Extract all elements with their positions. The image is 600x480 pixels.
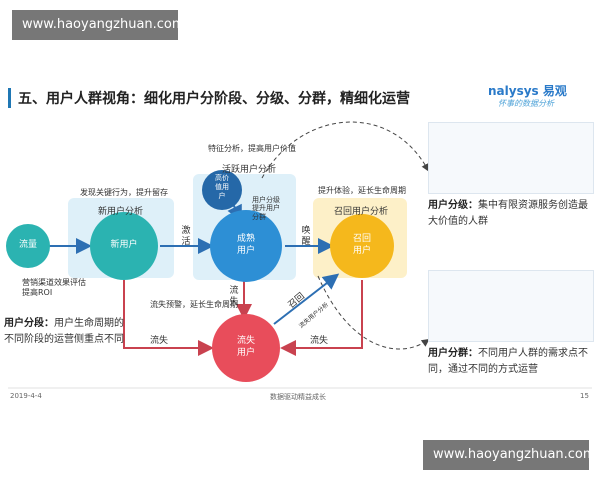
side-grading: 用户分级：集中有限资源服务创造最大价值的人群 [428, 198, 592, 230]
side-clustering-text: 不同用户人群的需求点不同，通过不同的方式运营 [428, 348, 588, 375]
dashed-arrow-top [261, 121, 429, 179]
side-grading-text: 集中有限资源服务创造最大价值的人群 [428, 200, 588, 227]
side-clustering-head: 用户分群： [428, 348, 478, 359]
side-segmentation: 用户分段：用户生命周期的不同阶段的运营侧重点不同 [4, 316, 130, 348]
footer-center: 数据驱动精益成长 [270, 393, 326, 401]
arrow-recall-lost [280, 280, 363, 356]
node-high-value [202, 170, 242, 210]
footer-date: 2019-4-4 [10, 392, 42, 400]
node-new-user-label: 新用户 [110, 240, 138, 250]
label-churn-warning: 流失预警，延长生命周期 [150, 300, 238, 309]
arrow-new-lost [123, 280, 214, 356]
node-lost-user-label: 流失 用户 [236, 336, 255, 358]
node-mature-user [210, 210, 282, 282]
label-improve-experience: 提升体验，延长生命周期 [318, 186, 406, 195]
label-feature-analysis: 特征分析，提高用户价值 [208, 144, 296, 153]
slide-title: 五、用户人群视角：细化用户分阶段、分级、分群，精细化运营 [18, 91, 410, 107]
title-accent [8, 88, 11, 108]
label-upgrade: 用户分级 提升用户 分群 [252, 196, 280, 221]
node-recall-user [330, 214, 394, 278]
watermark-top: www.haoyangzhuan.com [12, 10, 185, 40]
side-segmentation-head: 用户分段： [4, 318, 54, 329]
stage-title-new: 新用户分析 [98, 207, 144, 217]
side-clustering: 用户分群：不同用户人群的需求点不同，通过不同的方式运营 [428, 346, 592, 378]
side-grading-head: 用户分级： [428, 200, 478, 211]
label-wake: 唤醒 [301, 226, 311, 247]
node-traffic [6, 224, 50, 268]
flow-diagram [6, 121, 592, 389]
watermark-bottom: www.haoyangzhuan.com [423, 440, 596, 470]
thumbnail-clustering [428, 270, 594, 342]
node-recall-user-label: 召回 用户 [352, 234, 371, 256]
node-high-value-label: 高价 值用 户 [215, 174, 229, 201]
label-activate: 激活 [181, 226, 191, 247]
node-lost-user [212, 314, 280, 382]
label-channel-eval: 营销渠道效果评估 提高ROI [22, 278, 86, 297]
logo: nalysys 易观 [488, 84, 567, 98]
dashed-arrow-bottom [317, 275, 430, 350]
label-churn-recall: 流失 [310, 336, 329, 346]
node-traffic-label: 流量 [18, 240, 37, 250]
side-segmentation-text: 用户生命周期的不同阶段的运营侧重点不同 [4, 318, 124, 345]
label-churn-mature: 流失 [229, 286, 239, 307]
node-new-user [90, 212, 158, 280]
node-mature-user-label: 成熟 用户 [236, 234, 255, 256]
label-churn-new: 流失 [150, 336, 169, 346]
stage-title-active: 活跃用户分析 [222, 165, 277, 175]
footer-page: 15 [580, 392, 589, 400]
arrow-lost-recall [273, 273, 340, 325]
label-find-key-behavior: 发现关键行为，提升留存 [80, 188, 168, 197]
thumbnail-grading [428, 122, 594, 194]
logo-tagline: 怀事的数据分析 [498, 99, 554, 108]
slide: 五、用户人群视角：细化用户分阶段、分级、分群，精细化运营 nalysys 易观 … [0, 70, 600, 410]
stage-title-recall: 召回用户分析 [334, 207, 389, 217]
